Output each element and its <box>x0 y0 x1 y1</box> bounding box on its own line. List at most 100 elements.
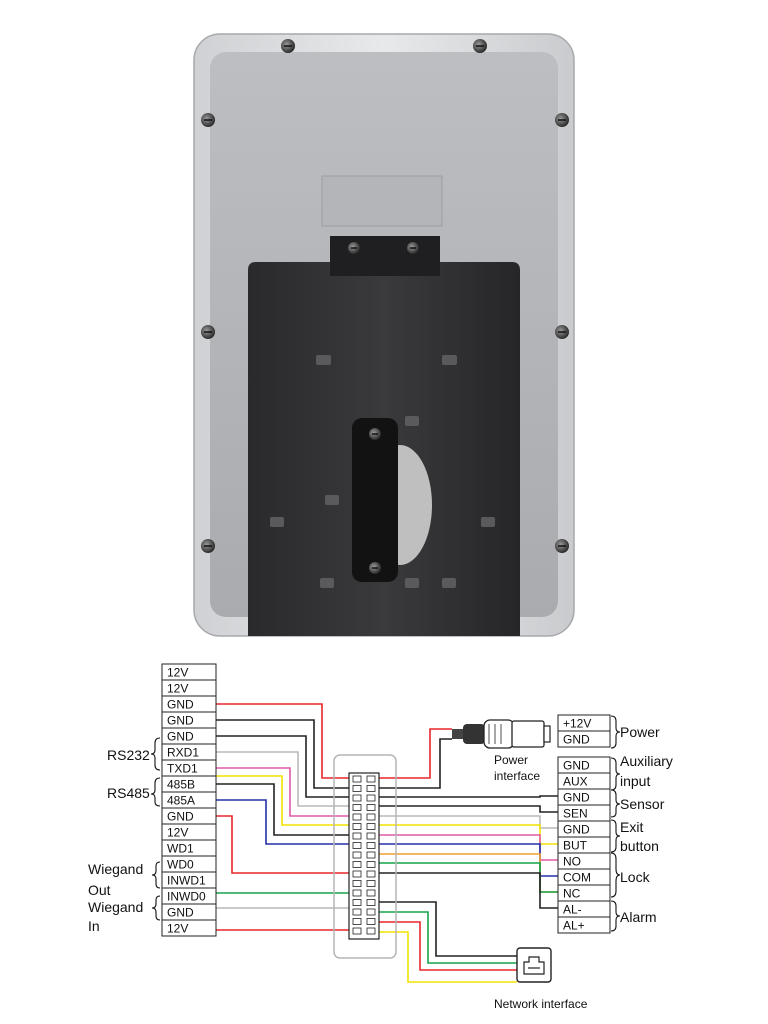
screw-icon <box>555 325 569 339</box>
power-pin-label: GND <box>563 733 590 747</box>
wire-left-3 <box>216 751 353 807</box>
connector-pin <box>352 889 362 897</box>
connector-pin <box>366 804 376 811</box>
screw-icon <box>555 113 569 127</box>
power-pin-cell <box>557 730 611 748</box>
plate-hole <box>316 355 331 365</box>
left-pin-label: WD0 <box>167 858 194 872</box>
connector-pin <box>352 775 362 783</box>
group-label-wiegand-out-2: Out <box>88 882 111 898</box>
connector-pin <box>366 927 376 935</box>
wire-net-2 <box>375 921 517 971</box>
right-pin-label: NO <box>563 855 581 869</box>
connector-pin <box>352 861 362 868</box>
group-label-wiegand-in-1: Wiegand <box>88 899 143 915</box>
plate-hole <box>270 517 284 527</box>
right-pin-label: GND <box>563 759 590 773</box>
connector-pin <box>366 775 376 783</box>
left-pin-label: 12V <box>167 922 188 936</box>
wire-power-positive <box>375 728 452 779</box>
left-pin-label: GND <box>167 810 194 824</box>
wire-right-1 <box>375 805 558 813</box>
connector-pin <box>366 794 376 802</box>
connector-housing <box>333 754 397 959</box>
connector-pin <box>352 880 362 887</box>
wire-left-8 <box>216 815 353 874</box>
connector-pin <box>352 804 362 811</box>
connector-pin <box>366 861 376 868</box>
connector-pin <box>366 823 376 830</box>
wire-net-3 <box>375 931 517 983</box>
connector-pin <box>366 870 376 878</box>
screw-icon <box>201 113 215 127</box>
group-label-sensor: Sensor <box>620 796 665 812</box>
left-pin-label: 485B <box>167 778 195 792</box>
plate-hole <box>442 578 456 588</box>
group-label-rs485: RS485 <box>107 785 150 801</box>
right-pin-label: GND <box>563 791 590 805</box>
connector-pin <box>366 785 376 792</box>
left-pin-label: RXD1 <box>167 746 199 760</box>
connector-pin <box>366 908 376 916</box>
wire-left-5 <box>216 775 353 826</box>
label-recess <box>321 175 443 227</box>
wire-net-0 <box>375 901 517 957</box>
screw-icon <box>369 428 381 440</box>
connector-pin <box>352 908 362 916</box>
plate-hole <box>320 578 334 588</box>
connector-pin <box>352 918 362 925</box>
wire-right-0 <box>375 795 558 798</box>
plate-hole <box>325 495 339 505</box>
right-pin-label: AUX <box>563 775 588 789</box>
wire-left-2 <box>216 735 353 798</box>
left-pin-label: WD1 <box>167 842 194 856</box>
connector-pin <box>352 823 362 830</box>
screw-icon <box>201 325 215 339</box>
connector-pin <box>366 832 376 840</box>
wire-left-0 <box>216 703 353 779</box>
connector-pin <box>366 842 376 849</box>
left-pin-label: TXD1 <box>167 762 198 776</box>
left-pin-label: 12V <box>167 826 188 840</box>
left-pin-label: GND <box>167 730 194 744</box>
group-label-power: Power <box>620 724 660 740</box>
right-pin-cell <box>557 916 611 934</box>
connector-pin <box>352 794 362 802</box>
connector-pin <box>352 899 362 906</box>
caption-network-interface: Network interface <box>494 997 588 1011</box>
screw-icon <box>281 39 295 53</box>
plate-hole <box>405 578 419 588</box>
connector-pin <box>366 899 376 906</box>
screw-icon <box>201 539 215 553</box>
wire-right-5 <box>375 843 558 877</box>
connector-pin <box>366 918 376 925</box>
group-label-wiegand-in-2: In <box>88 918 100 934</box>
connector-pin <box>352 813 362 821</box>
left-brace-group <box>150 737 161 921</box>
caption-power-interface-2: interface <box>494 769 540 783</box>
wire-right-8 <box>375 872 558 909</box>
mounting-plate-top-tab <box>330 236 440 276</box>
plate-hole <box>481 517 495 527</box>
wire-right-7 <box>375 862 558 893</box>
screw-icon <box>555 539 569 553</box>
connector-pins <box>352 775 376 935</box>
cable-clamp <box>352 418 398 582</box>
wire-right-4 <box>375 834 558 861</box>
right-pin-label: SEN <box>563 807 588 821</box>
connector-pin <box>366 880 376 887</box>
left-pin-label: 12V <box>167 666 188 680</box>
plate-hole <box>405 416 419 426</box>
right-pin-label: BUT <box>563 839 588 853</box>
connector-pin <box>366 889 376 897</box>
wire-left-7 <box>216 799 353 845</box>
connector-pin <box>366 813 376 821</box>
screw-icon <box>473 39 487 53</box>
right-brace-group <box>610 715 621 932</box>
connector-pin <box>366 851 376 859</box>
wire-right-2 <box>375 815 558 829</box>
right-pin-label: AL+ <box>563 919 585 933</box>
left-pin-label: 12V <box>167 682 188 696</box>
